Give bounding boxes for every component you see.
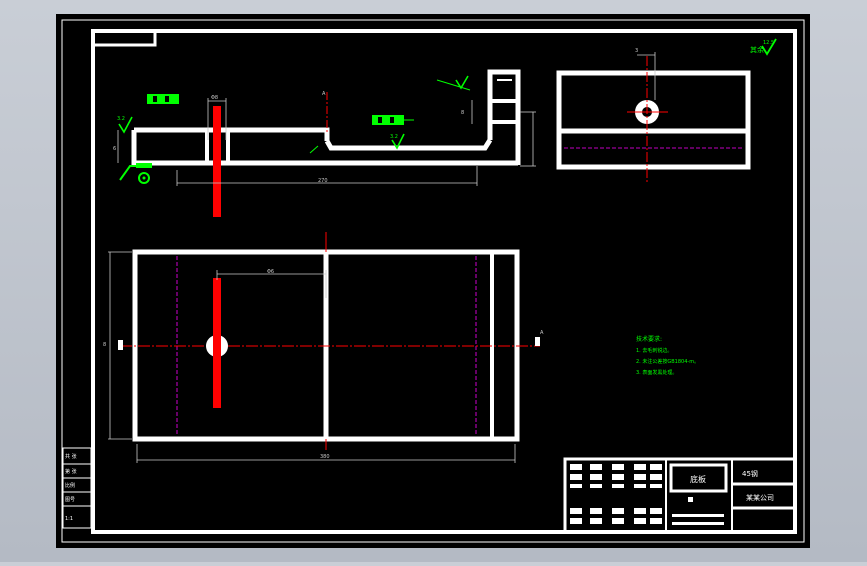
outer-border xyxy=(61,19,805,543)
notes-title: 技术要求: xyxy=(636,335,662,343)
side-table-cell-3: 比例 xyxy=(65,482,75,489)
roughness-mid-label: 3.2 xyxy=(390,134,398,140)
title-block xyxy=(563,457,797,534)
title-company: 某某公司 xyxy=(746,494,774,502)
notes-item-2: 2. 未注公差按GB1804-m。 xyxy=(636,358,699,365)
tolerance-frame-2 xyxy=(372,115,404,125)
side-table-cell-1: 共 张 xyxy=(65,453,77,460)
technical-notes: 技术要求: 1. 去毛刺锐边。 2. 未注公差按GB1804-m。 3. 表面发… xyxy=(636,335,699,376)
drawing-frame xyxy=(91,29,797,534)
roughness-check-icon xyxy=(391,133,405,150)
plan-dim-bottom-label: 380 xyxy=(320,454,330,460)
side-view-mark: 3 xyxy=(635,48,638,54)
side-table-cell-4: 图号 xyxy=(65,497,75,503)
corner-roughness-value: 12.5 xyxy=(763,40,774,46)
side-view xyxy=(556,52,751,182)
front-view xyxy=(117,69,536,217)
roughness-check-icon xyxy=(118,116,133,134)
weld-anchor-icon xyxy=(119,145,319,184)
right-height-dim-label: 8 xyxy=(461,110,464,116)
roughness-left-label: 3.2 xyxy=(117,116,125,122)
side-table-cell-5: 1:1 xyxy=(65,516,73,522)
plan-left-label: 8 xyxy=(103,342,106,348)
tolerance-frame-1 xyxy=(147,94,179,104)
notes-item-1: 1. 去毛刺锐边。 xyxy=(636,347,672,354)
plan-right-mark: A xyxy=(540,330,544,336)
bore-dim-label: Φ8 xyxy=(211,95,218,101)
title-material: 45钢 xyxy=(742,469,758,478)
title-part-name: 底板 xyxy=(690,474,706,484)
side-table-cell-2: 第 张 xyxy=(65,468,77,475)
corner-roughness-prefix: 其余 xyxy=(750,45,764,54)
plan-view xyxy=(108,232,540,463)
roughness-check-icon xyxy=(455,75,469,90)
height-dim-label: 6 xyxy=(113,146,116,152)
side-info-table xyxy=(62,447,92,529)
frame-corner-tab xyxy=(91,29,157,47)
section-mark-label: A xyxy=(322,91,326,97)
length-dim-label: 270 xyxy=(318,178,328,184)
roughness-check-icon: 其余 xyxy=(750,38,777,56)
plan-dim-top-label: Φ6 xyxy=(267,269,274,275)
bore-centre-marker xyxy=(213,106,221,217)
notes-item-3: 3. 表面发黑处理。 xyxy=(636,369,677,376)
